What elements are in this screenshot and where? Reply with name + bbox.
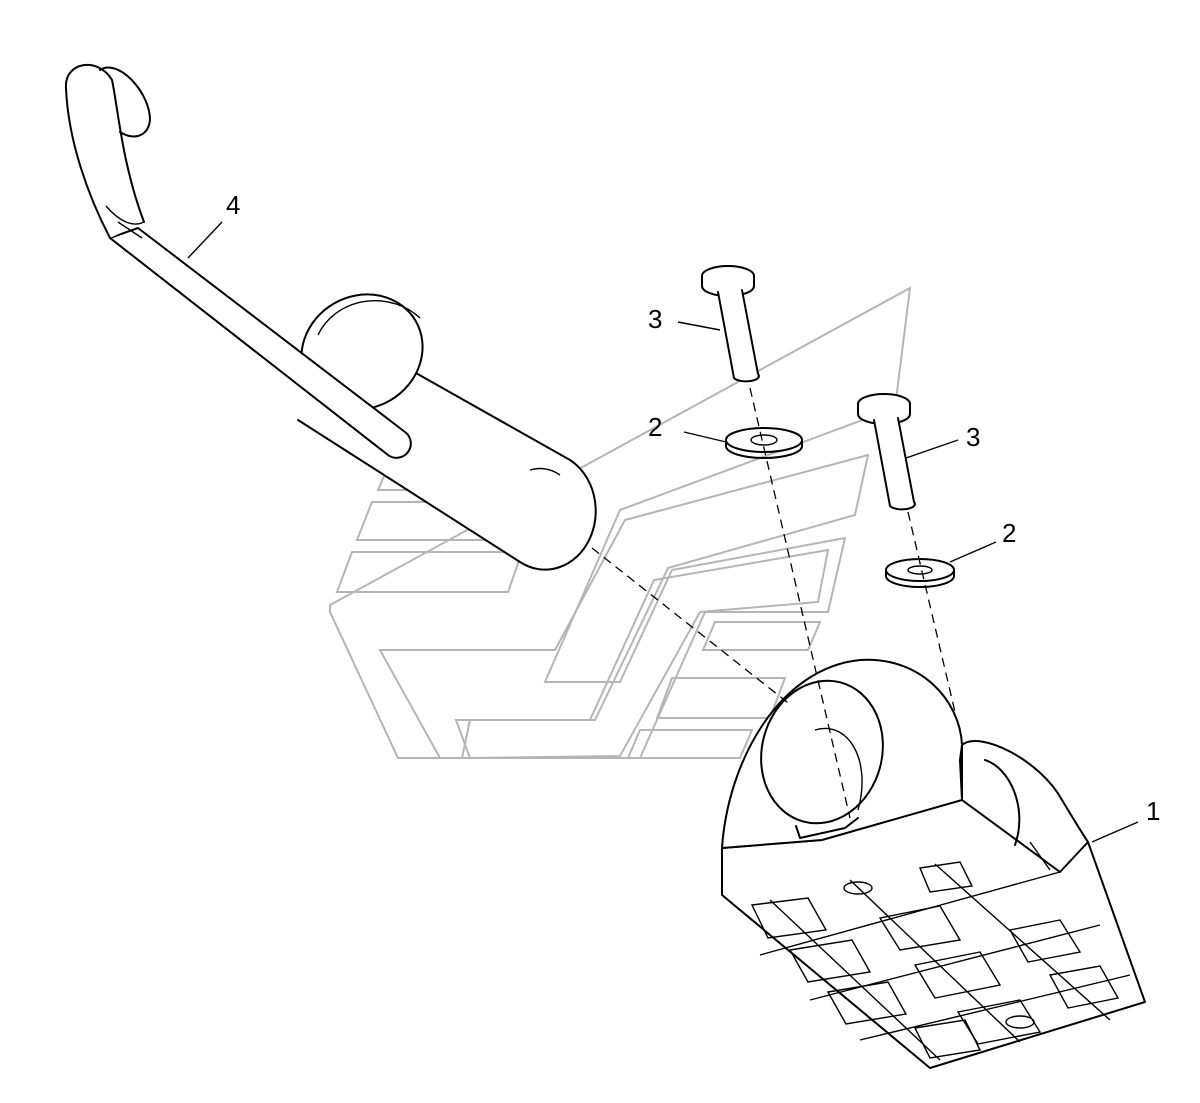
bolt-left xyxy=(701,265,760,383)
washer-lower xyxy=(885,558,955,588)
washer-upper xyxy=(725,427,803,459)
block-ribs xyxy=(750,861,1131,1061)
callout-1: 1 xyxy=(1146,796,1161,826)
handle-rod xyxy=(64,63,597,571)
assembly-axis-lines xyxy=(591,387,956,819)
base-block xyxy=(721,658,1146,1069)
leader-lines xyxy=(187,221,1139,843)
callout-4: 4 xyxy=(226,190,241,220)
bolt-right xyxy=(857,393,916,511)
callout-3a: 3 xyxy=(648,304,663,334)
callout-2b: 2 xyxy=(1002,518,1017,548)
callout-3b: 3 xyxy=(966,422,981,452)
callout-2a: 2 xyxy=(648,412,663,442)
